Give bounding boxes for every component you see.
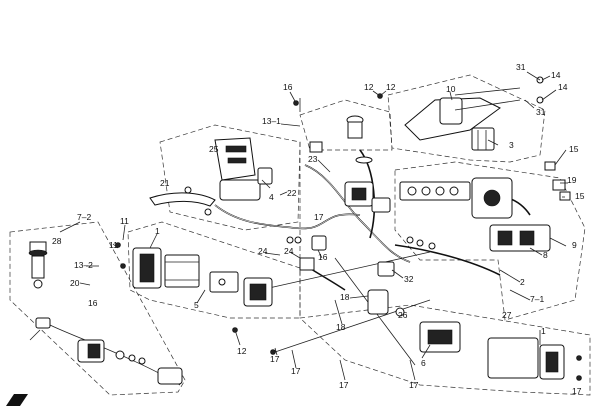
callout-2: 2 — [520, 277, 525, 287]
callout-11-a: 11 — [120, 216, 129, 226]
callout-9: 9 — [572, 240, 577, 250]
assembly-outlines — [9, 74, 591, 396]
callout-17-a: 17 — [270, 354, 280, 364]
callout-26: 26 — [398, 310, 408, 320]
callout-15-a: 15 — [569, 144, 579, 154]
leader-lines — [29, 71, 568, 381]
callout-6: 6 — [421, 358, 426, 368]
callout-1-b: 1 — [541, 326, 546, 336]
callout-23: 23 — [308, 154, 318, 164]
callout-27: 27 — [502, 310, 512, 320]
callout-21: 21 — [160, 178, 170, 188]
fittings — [115, 93, 582, 381]
callout-32: 32 — [404, 274, 414, 284]
left-caliper-assembly — [132, 247, 273, 307]
callout-18-a: 18 — [340, 292, 350, 302]
callout-11-b: 11 — [109, 240, 118, 250]
callout-1-a: 1 — [155, 226, 160, 236]
callout-28: 28 — [52, 236, 62, 246]
callout-16-a: 16 — [283, 82, 293, 92]
callout-17-f: 17 — [572, 386, 582, 396]
callout-17-d: 17 — [409, 380, 419, 390]
callout-19: 19 — [567, 175, 577, 185]
callout-14-b: 14 — [558, 82, 568, 92]
callout-16-c: 16 — [88, 298, 98, 308]
callout-13-2: 13–2 — [74, 260, 93, 270]
callout-5: 5 — [194, 300, 199, 310]
callout-20: 20 — [70, 278, 80, 288]
callout-17-c: 17 — [339, 380, 349, 390]
front-master-cylinder — [149, 137, 273, 216]
callout-10: 10 — [446, 84, 456, 94]
callout-16-b: 16 — [318, 252, 328, 262]
callout-4: 4 — [269, 192, 274, 202]
rear-master-cylinder — [28, 241, 183, 385]
callout-22: 22 — [287, 188, 297, 198]
callout-7-2: 7–2 — [77, 212, 91, 222]
callout-13-1: 13–1 — [262, 116, 281, 126]
lower-right-caliper — [367, 289, 565, 380]
center-reservoir — [309, 115, 391, 213]
callout-3: 3 — [509, 140, 514, 150]
callout-7-1: 7–1 — [530, 294, 544, 304]
callout-12-b: 12 — [386, 82, 396, 92]
callout-14-a: 14 — [551, 70, 561, 80]
callout-17-e: 17 — [314, 212, 324, 222]
callout-15-b: 15 — [575, 191, 585, 201]
callout-24-b: 24 — [284, 246, 294, 256]
callout-12-c: 12 — [237, 346, 247, 356]
manufacturer-logo — [6, 394, 28, 406]
callout-24-a: 24 — [258, 246, 268, 256]
callout-18-b: 18 — [336, 322, 346, 332]
right-caliper-parts — [399, 161, 571, 252]
callout-12-a: 12 — [364, 82, 374, 92]
callout-labels: 16 12 12 13–1 31 14 10 14 31 3 15 19 15 … — [52, 62, 585, 396]
parking-brake-lever — [404, 76, 544, 151]
callout-25: 25 — [209, 144, 219, 154]
callout-17-b: 17 — [291, 366, 301, 376]
callout-8: 8 — [543, 250, 548, 260]
callout-31-b: 31 — [536, 107, 546, 117]
callout-31-a: 31 — [516, 62, 526, 72]
